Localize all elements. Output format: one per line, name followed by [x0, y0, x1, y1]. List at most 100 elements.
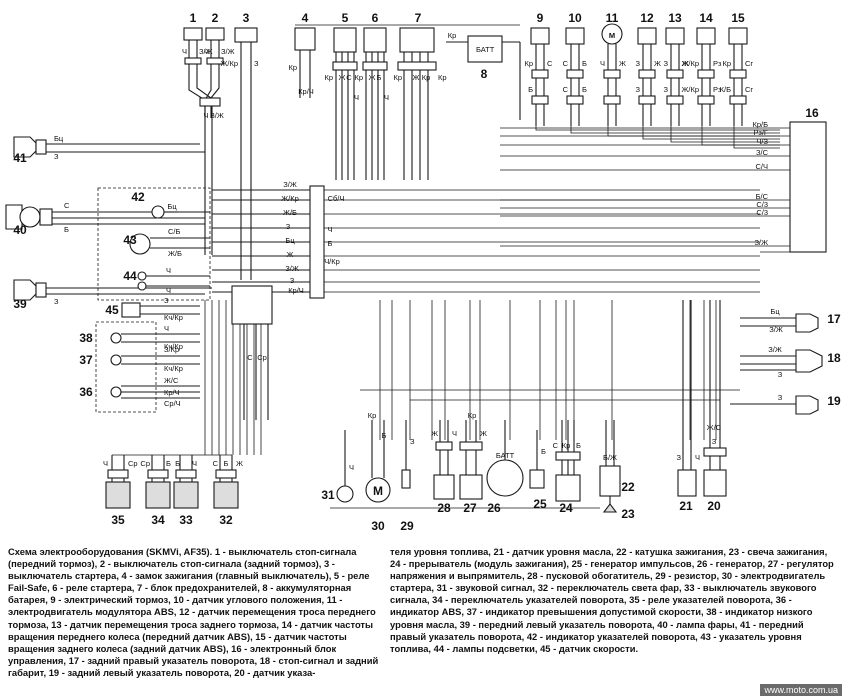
wire-label: Кч/Кр: [164, 364, 183, 373]
relay-5: [333, 27, 357, 53]
connector: [697, 95, 715, 105]
component-number-43: 43: [123, 233, 137, 247]
ignition-switch-4: [294, 27, 316, 51]
wire-label: З: [54, 152, 59, 161]
wire-label: Ч: [192, 459, 197, 468]
wire-label: З: [663, 59, 668, 68]
wire-label: С: [563, 85, 569, 94]
connector: [231, 285, 273, 325]
bus-label: З: [286, 222, 291, 231]
wire-label: Б: [582, 85, 587, 94]
switch-32: [213, 481, 239, 509]
fuel-gauge-43: [129, 233, 151, 255]
component-number-37: 37: [79, 353, 93, 367]
component-number-10: 10: [568, 11, 582, 25]
connector: [309, 185, 325, 299]
component-number-21: 21: [679, 499, 693, 513]
component-number-40: 40: [13, 223, 27, 237]
component-number-4: 4: [302, 11, 309, 25]
wire-label: З: [635, 59, 640, 68]
speed-sensor-45: [121, 302, 141, 318]
abs-indicator-36: [110, 386, 122, 398]
wire-label: Ж/Б: [168, 249, 182, 258]
wire-label: Рз/Г: [753, 128, 768, 137]
wire-label: Кр: [393, 73, 402, 82]
wire-label: К/Б: [720, 85, 731, 94]
wire-label: Ж: [654, 59, 661, 68]
wire-label: С: [346, 73, 352, 82]
sensor-12: [637, 27, 657, 45]
wire-label: З: [778, 393, 783, 402]
connector: [531, 95, 549, 105]
connector: [362, 61, 388, 71]
wire-label: З: [54, 297, 59, 306]
wire-label: Ж: [682, 59, 689, 68]
connector: [666, 95, 684, 105]
component-number-9: 9: [537, 11, 544, 25]
component-number-20: 20: [707, 499, 721, 513]
headlight-40-socket: [39, 208, 53, 226]
bus-label: Сб/Ч: [328, 194, 345, 203]
component-number-5: 5: [342, 11, 349, 25]
wire-label: З: [410, 437, 415, 446]
connector: [175, 469, 197, 479]
wire-label: Ч: [349, 463, 354, 472]
indicator-panel-outline: [95, 321, 157, 413]
wire-label: Б: [224, 459, 229, 468]
ecu-16: [789, 121, 827, 253]
ignition-module-24: [555, 474, 581, 502]
wire-label: Ж: [619, 59, 626, 68]
spark-plug-23: [602, 503, 618, 513]
component-number-39: 39: [13, 297, 27, 311]
battery-8: [467, 35, 503, 63]
wire-label: Ср: [140, 459, 150, 468]
wire-label: З/Ж: [754, 238, 768, 247]
bus-label: Ср: [257, 353, 267, 362]
wire-label: Б: [175, 459, 180, 468]
component-number-38: 38: [79, 331, 93, 345]
horn-31: [336, 485, 354, 503]
component-number-30: М: [373, 484, 383, 498]
wire-label: Кч/Кр: [164, 313, 183, 322]
indicator-41-socket: [35, 139, 47, 155]
component-number-34: 34: [151, 513, 165, 527]
rear-left-indicator-19: [795, 395, 819, 415]
wire-label: БАТТ: [496, 451, 515, 460]
wire-label: Ч/З: [756, 137, 768, 146]
component-number-16: 16: [805, 106, 819, 120]
component-number-29: 29: [400, 519, 414, 533]
wire-label: Ч: [166, 286, 171, 295]
wire-label: Кр: [438, 73, 447, 82]
starter-switch-body: [234, 27, 258, 43]
wire-label: Ч: [384, 93, 389, 102]
wire-label: З/Ж: [769, 325, 783, 334]
wire-label: Ж: [480, 429, 487, 438]
connector: [397, 61, 437, 71]
wire-label: Ж: [431, 429, 438, 438]
wire-label: Ж: [413, 73, 420, 82]
component-number-31: 31: [321, 488, 335, 502]
ignition-coil-22: [599, 465, 621, 497]
rear-right-indicator-17: [795, 313, 819, 333]
legend-left: Схема электрооборудования (SKMVi, AF35).…: [8, 546, 379, 678]
component-number-25: 25: [533, 497, 547, 511]
component-number-2: 2: [212, 11, 219, 25]
wire-label: Б: [166, 459, 171, 468]
wire: [210, 64, 220, 99]
wire-label: Кр: [448, 31, 457, 40]
wire-label: Б: [576, 441, 581, 450]
component-number-26: 26: [487, 501, 501, 515]
wire: [570, 126, 780, 134]
wire-label: З/Кр: [164, 345, 179, 354]
wire-label: Кр: [324, 73, 333, 82]
component-number-28: 28: [437, 501, 451, 515]
bus-label: Ч/Кр: [324, 257, 340, 266]
component-number-44: 44: [123, 269, 137, 283]
illum-lamp-44a: [137, 271, 147, 281]
component-number-32: 32: [219, 513, 233, 527]
bus-label: Ж/Б: [283, 208, 297, 217]
wire-label: Ж/С: [164, 376, 179, 385]
connector: [729, 95, 747, 105]
component-number-36: 36: [79, 385, 93, 399]
wire-label: Б: [377, 73, 382, 82]
